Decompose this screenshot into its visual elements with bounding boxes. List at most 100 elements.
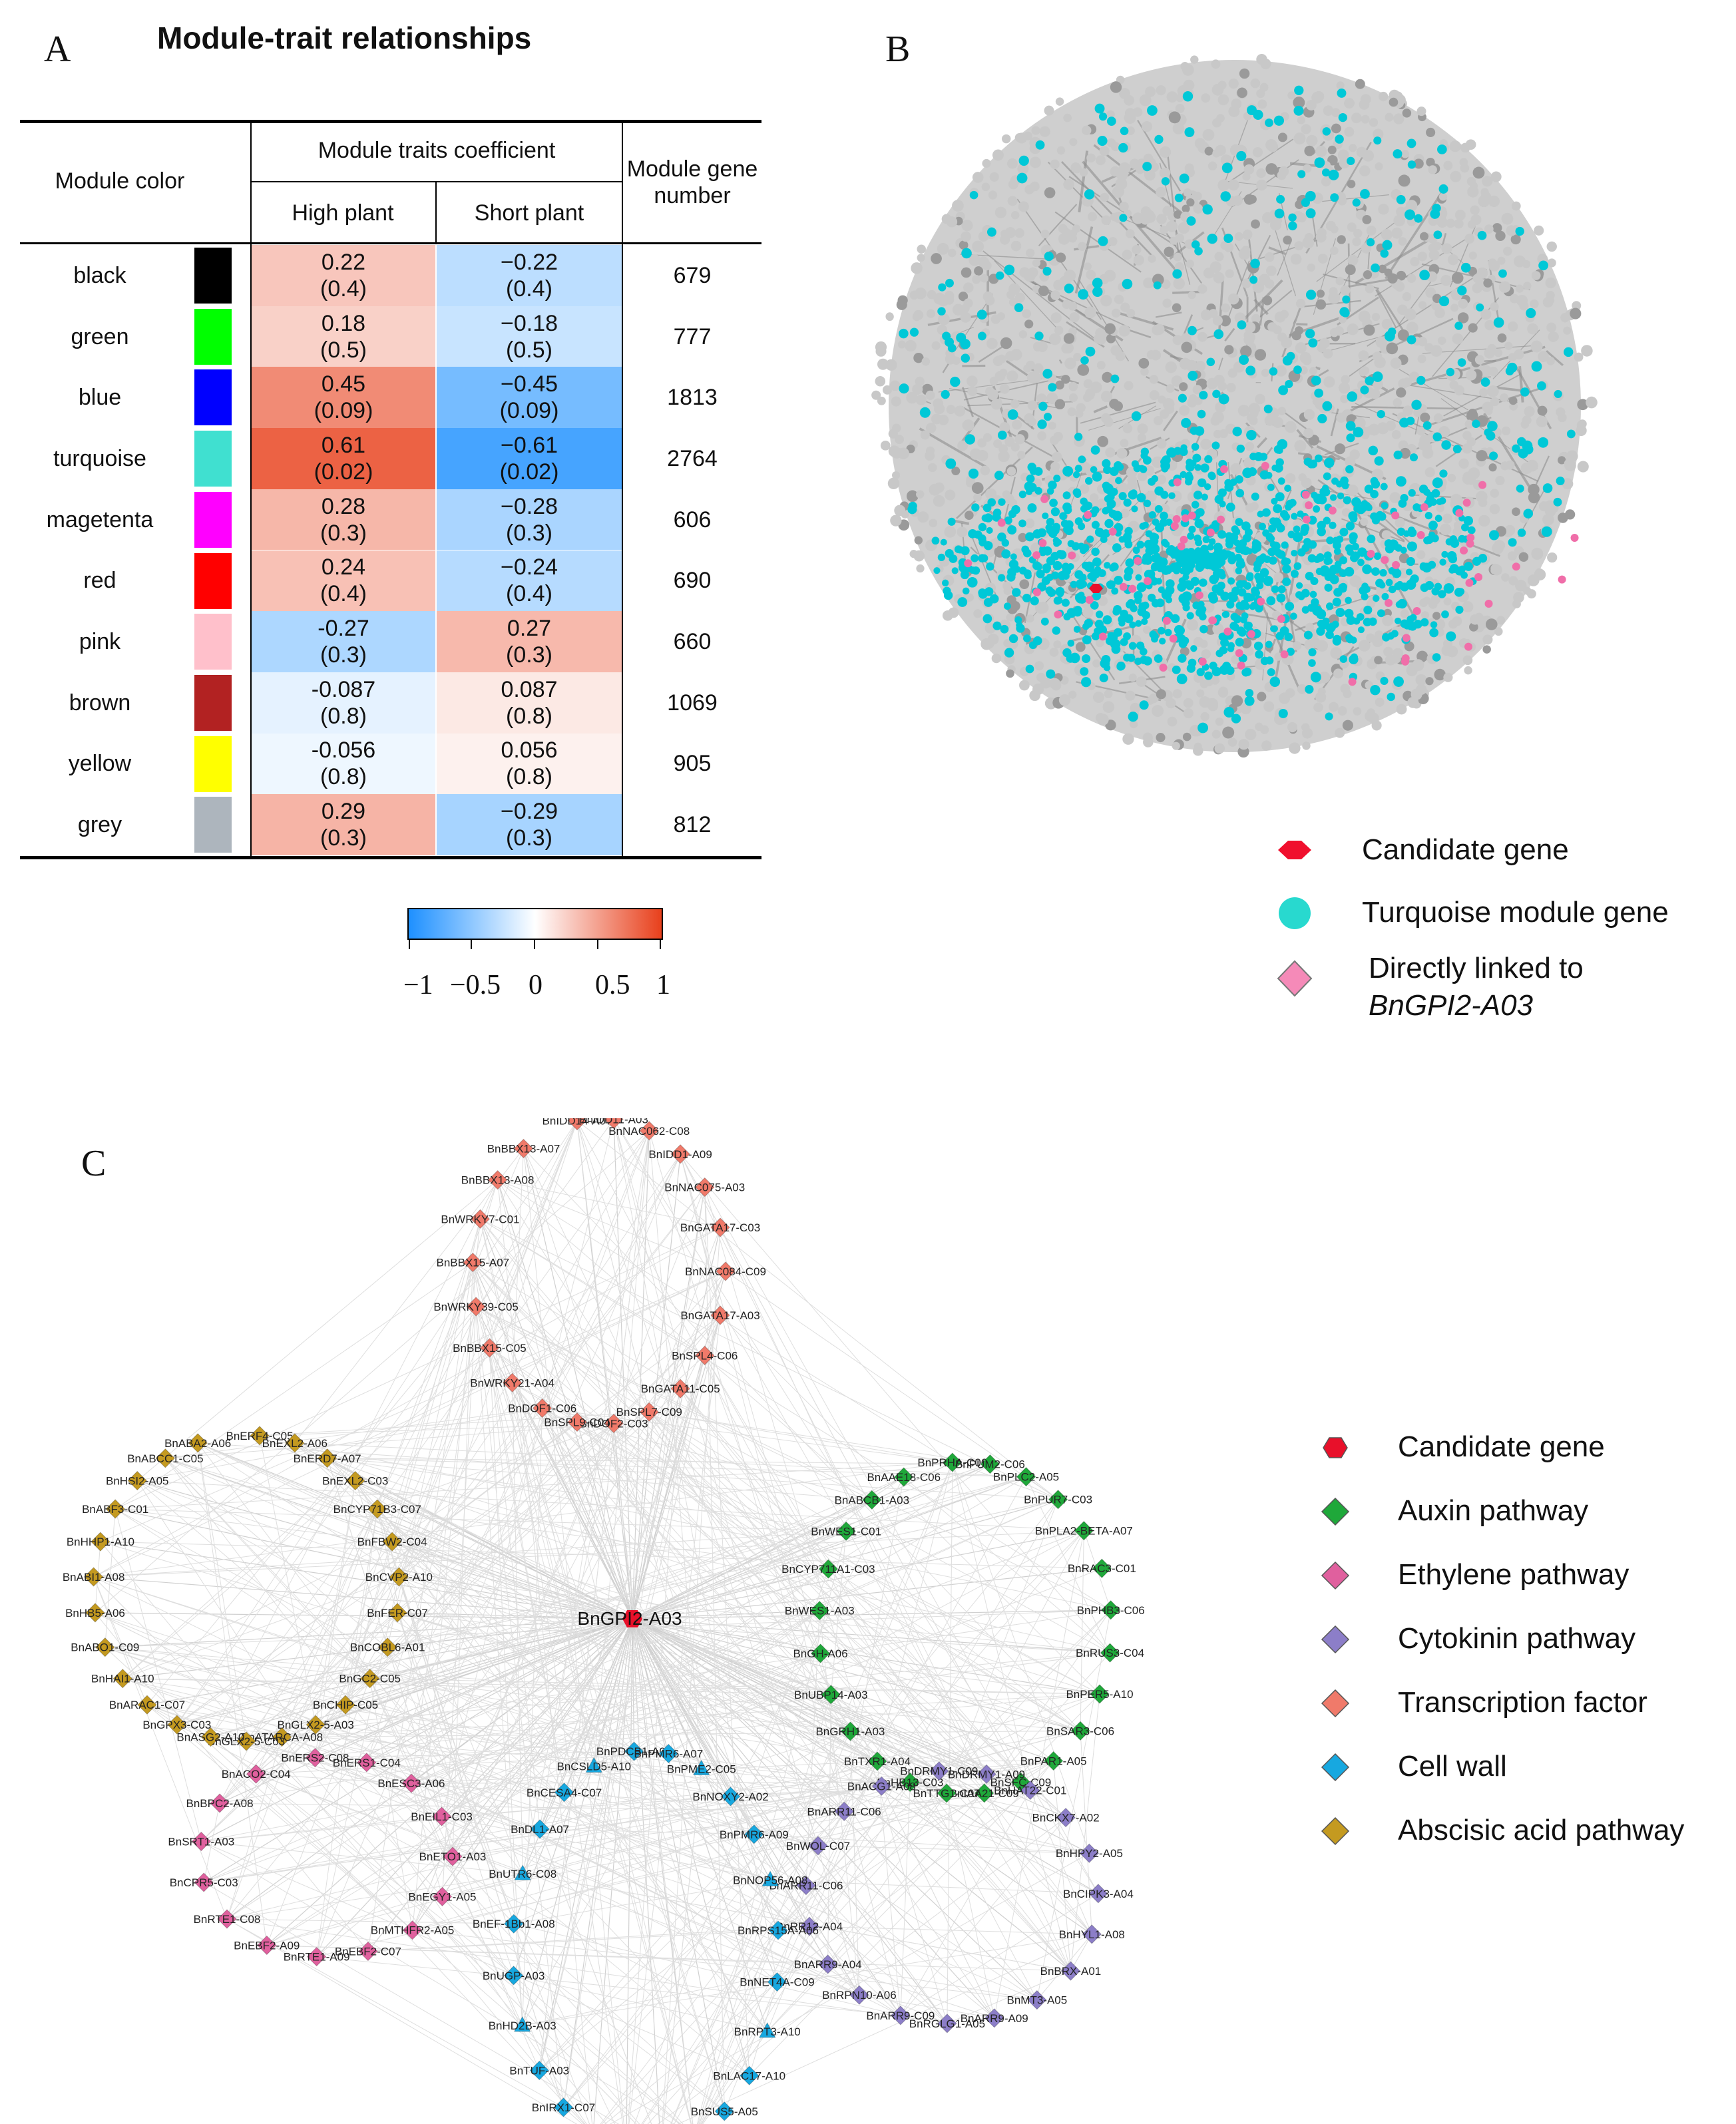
- coefficient-value: 0.45: [321, 371, 366, 397]
- gene-node: BnHD2B-A03: [489, 2016, 556, 2032]
- gene-label: BnHSI2-A05: [106, 1474, 169, 1487]
- gene-node: BnARR9-A09: [961, 2008, 1028, 2028]
- gene-node: BnBRX-A01: [1040, 1961, 1101, 1981]
- gene-label: BnACO2-C04: [222, 1768, 291, 1781]
- gene-node: BnEGY1-A05: [408, 1886, 476, 1907]
- gene-label: BnHD2B-A03: [489, 2019, 556, 2032]
- gene-node-shape: [345, 1470, 365, 1491]
- module-trait-table: Module color Module traits coefficient H…: [20, 120, 761, 859]
- gene-label: BnEBF2-C07: [335, 1946, 401, 1958]
- gene-node-shape: [513, 1138, 534, 1159]
- panel-c-letter: C: [81, 1143, 107, 1184]
- gene-node: BnFER-C07: [367, 1603, 428, 1623]
- gene-label: BnCYP71B3-C07: [333, 1503, 421, 1516]
- p-value: (0.8): [506, 703, 552, 729]
- gene-label: BnCYP711A1-C03: [781, 1563, 875, 1576]
- gene-node-shape: [739, 2065, 760, 2085]
- gene-node: BnEIL1-C03: [411, 1806, 473, 1826]
- gene-label: BnCPR5-C03: [170, 1876, 238, 1889]
- coefficient-value: −0.29: [500, 799, 558, 825]
- gene-label: BnHB13-C03: [877, 1777, 943, 1789]
- gene-node: BnBBX13-A08: [461, 1169, 534, 1190]
- gene-node-shape: [716, 1261, 736, 1281]
- gene-node-shape: [530, 1819, 550, 1839]
- short-plant-cell: −0.29(0.3): [437, 794, 622, 855]
- gene-node-shape: [91, 1532, 110, 1552]
- gene-node: BnCKX7-A02: [1032, 1807, 1100, 1828]
- gene-node: BnABCC1-C05: [127, 1448, 204, 1468]
- gene-node-shape: [529, 2060, 549, 2081]
- p-value: (0.4): [320, 276, 367, 302]
- gene-node-shape: [389, 1567, 409, 1587]
- gene-label: BnABCB1-A03: [835, 1494, 909, 1506]
- gene-node-shape: [980, 1454, 1000, 1474]
- gene-node: BnPDCB1-A03: [596, 1741, 672, 1761]
- gene-label: BnABA2-A06: [164, 1437, 231, 1450]
- gene-node: BnSPL9-C04: [544, 1412, 610, 1432]
- gene-node: BnERF4-C05: [226, 1426, 294, 1446]
- gene-node: BnSPL7-C09: [616, 1402, 682, 1422]
- gene-node: BnBPC2-A08: [186, 1793, 254, 1813]
- table-vline-1: [250, 120, 252, 857]
- candidate-gene-hexagon-icon: [1278, 841, 1311, 859]
- gene-label: BnARR11-C06: [807, 1805, 881, 1818]
- gene-node-shape: [105, 1499, 125, 1519]
- gene-node: BnHAT22-C01: [994, 1780, 1066, 1801]
- gene-label: BnIRX1-C07: [532, 2101, 595, 2114]
- gene-label: BnPRHA-C06: [917, 1456, 987, 1469]
- gene-node-shape: [83, 1567, 104, 1587]
- gene-node-shape: [112, 1668, 132, 1689]
- gene-node: BnPHB3-C06: [1077, 1600, 1145, 1620]
- gene-node: BnARR9-A04: [794, 1954, 862, 1974]
- high-plant-cell: 0.29(0.3): [252, 794, 435, 855]
- gene-label: BnNAC075-A03: [664, 1181, 745, 1194]
- gene-node-shape: [443, 1846, 463, 1866]
- gene-node: BnHAI1-A10: [91, 1668, 154, 1689]
- gene-node: BnCIPK3-A04: [1063, 1884, 1134, 1904]
- legend-bngpi2-a03: BnGPI2-A03: [1369, 989, 1534, 1022]
- gene-node-shape: [836, 1521, 856, 1542]
- gene-node: BnCSLD5-A10: [556, 1757, 631, 1773]
- gene-label: BnEBF2-A09: [234, 1939, 300, 1952]
- candidate-gene-label: BnGPI2-A03: [577, 1608, 682, 1629]
- gene-node: BnABF3-C01: [82, 1499, 148, 1519]
- gene-label: BnSPL7-C09: [616, 1406, 682, 1418]
- module-color-swatch: [194, 369, 232, 426]
- coefficient-value: 0.28: [321, 493, 366, 519]
- gene-node: BnABCB1-A03: [835, 1490, 909, 1510]
- gene-label: BnABCC1-C05: [127, 1452, 203, 1465]
- gene-label: BnRTE1-A09: [284, 1951, 350, 1964]
- gene-node: BnTTG1-C07: [913, 1783, 980, 1803]
- gene-node-shape: [818, 1559, 839, 1579]
- gene-node: BnGLX2-5-A03: [277, 1715, 354, 1735]
- gene-node: BnHB13-C03: [877, 1772, 943, 1793]
- colorbar-tick-mark: [409, 940, 410, 949]
- header-high-plant: High plant: [292, 200, 394, 226]
- gene-node: BnERS2-C08: [281, 1747, 349, 1768]
- gene-label: BnPLA2-BETA-A07: [1035, 1525, 1133, 1538]
- gene-label: BnESC3-A06: [377, 1777, 445, 1790]
- gene-node-shape: [624, 1741, 644, 1761]
- gene-node: BnMTHFR2-A05: [371, 1920, 454, 1940]
- gene-node: BnPUR7-C03: [1024, 1490, 1092, 1510]
- gene-node-shape: [975, 1783, 994, 1803]
- gene-node: BnIDD14-A07: [542, 1118, 612, 1131]
- gene-label: BnGLX2-5-C03: [208, 1735, 285, 1748]
- gene-node-shape: [567, 1118, 587, 1131]
- legend-tf: Transcription factor: [1398, 1686, 1647, 1719]
- gene-node-shape: [191, 1831, 212, 1852]
- gene-node-shape: [470, 1209, 491, 1229]
- gene-label: BnUGP-A03: [483, 1970, 545, 1982]
- gene-node: BnCPR5-C03: [170, 1872, 238, 1892]
- gene-label: BnEGY1-A05: [408, 1890, 476, 1903]
- coefficient-value: −0.24: [500, 554, 558, 580]
- gene-node-shape: [306, 1946, 327, 1967]
- gene-node: BnASG2-A10: [176, 1727, 244, 1747]
- gene-label: BnRR12-A04: [776, 1920, 843, 1933]
- colorbar-tick-label: 1: [656, 970, 670, 1000]
- gene-node: BnCHIP-C05: [313, 1695, 378, 1715]
- colorbar-tick-mark: [660, 940, 661, 949]
- gene-label: BnPMR6-A09: [720, 1828, 789, 1841]
- gene-node-shape: [849, 1985, 869, 2005]
- gene-label: BnARR9-A04: [794, 1958, 862, 1971]
